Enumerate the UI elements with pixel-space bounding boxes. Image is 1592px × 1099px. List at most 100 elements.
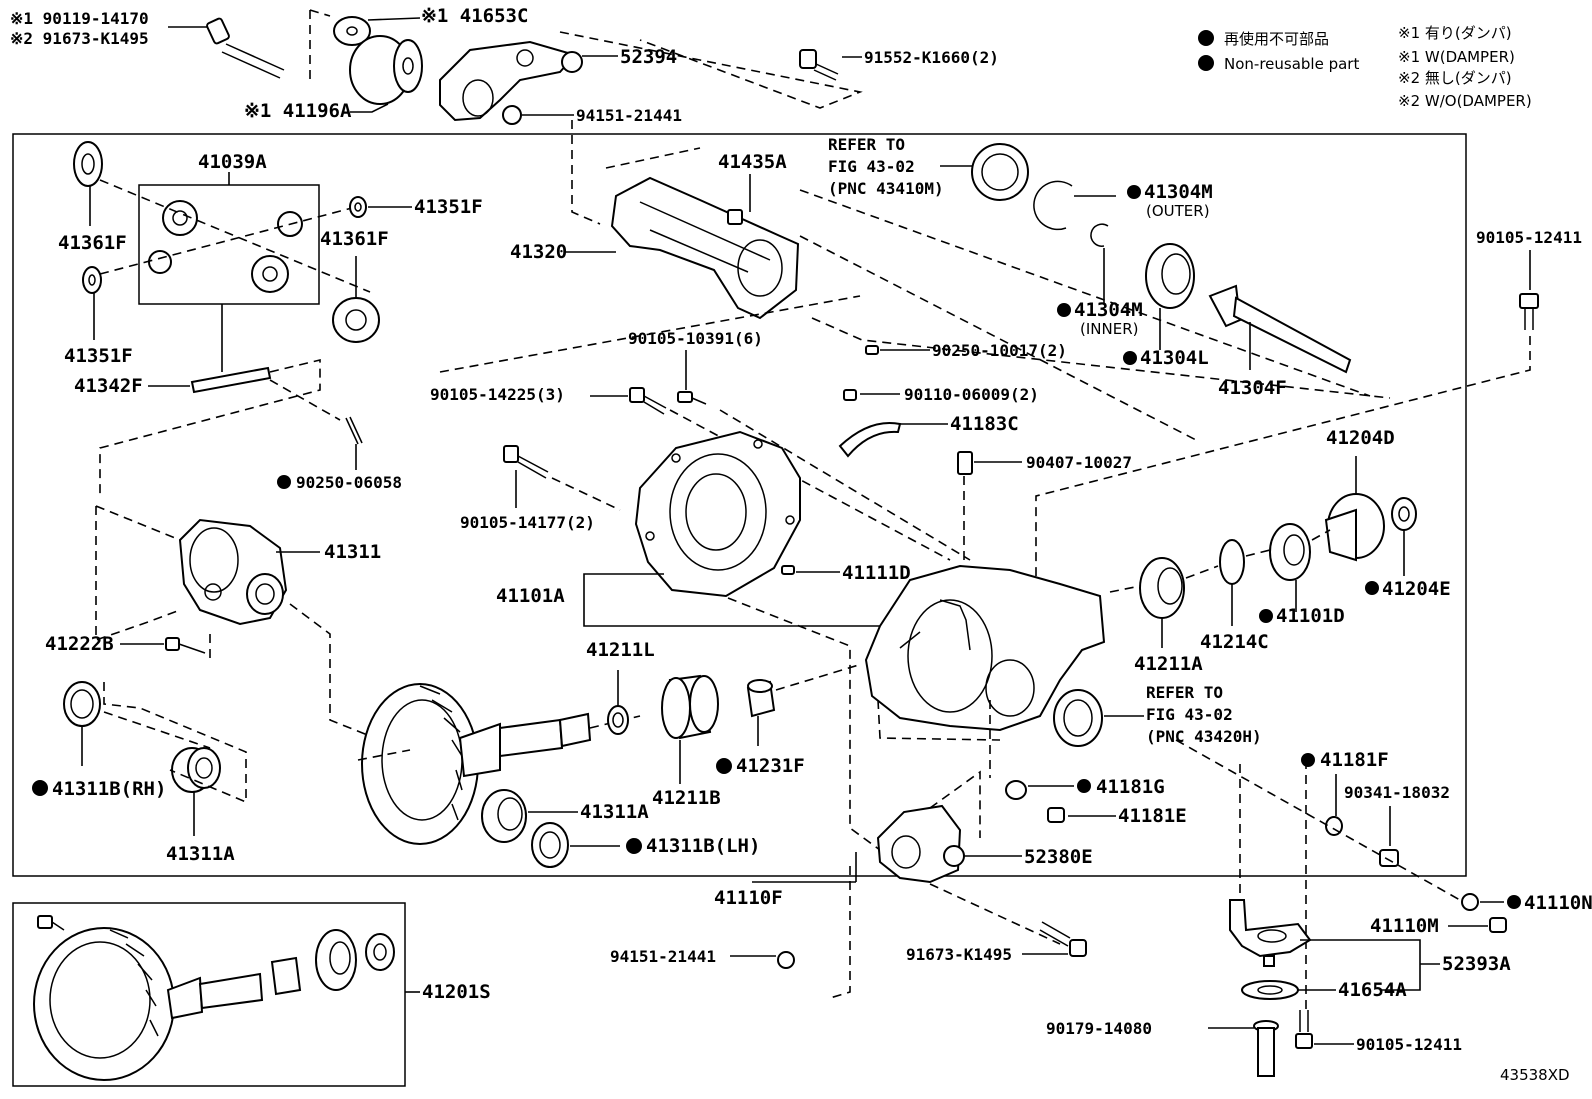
bearing-icon xyxy=(171,747,221,793)
nonreusable-bullet xyxy=(1123,351,1137,365)
legend-note2-en: ※2 W/O(DAMPER) xyxy=(1398,92,1532,110)
nonreusable-bullet xyxy=(1365,581,1379,595)
label-41110n: 41110N xyxy=(1524,892,1592,914)
shim-icon xyxy=(63,681,101,727)
figure-code: 43538XD xyxy=(1500,1066,1570,1084)
legend-note2-jp: ※2 無し(ダンパ) xyxy=(1398,69,1512,87)
bolt-icon xyxy=(1295,1010,1313,1049)
label-90105-10391: 90105-10391(6) xyxy=(628,329,763,348)
label-41201s: 41201S xyxy=(422,981,491,1003)
label-91673-k1495-bottom: 91673-K1495 xyxy=(906,945,1012,964)
label-41311: 41311 xyxy=(324,541,381,563)
pin-icon xyxy=(345,416,363,445)
nut-icon xyxy=(777,951,795,969)
main-assembly-frame xyxy=(12,133,1467,877)
label-41304m-inner: 41304M xyxy=(1074,299,1143,321)
label-41435a: 41435A xyxy=(718,151,787,173)
snap-ring-icon xyxy=(1033,180,1073,231)
spacer-icon xyxy=(270,956,302,996)
label-52380e: 52380E xyxy=(1024,846,1093,868)
kit-frame-41201s xyxy=(12,902,406,1087)
nonreusable-bullet xyxy=(1127,185,1141,199)
bolt-icon xyxy=(1039,921,1087,957)
label-41211l: 41211L xyxy=(586,639,655,661)
label-41304l: 41304L xyxy=(1140,347,1209,369)
label-41181g: 41181G xyxy=(1096,776,1165,798)
stud-icon xyxy=(1253,1020,1279,1077)
bolt-icon xyxy=(843,389,857,401)
label-41211b: 41211B xyxy=(652,787,721,809)
label-41039a: 41039A xyxy=(198,151,267,173)
oil-seal-icon xyxy=(607,705,629,735)
label-41361f-right: 41361F xyxy=(320,228,389,250)
plug-icon xyxy=(957,451,973,475)
label-41211a: 41211A xyxy=(1134,653,1203,675)
ring-gear-icon xyxy=(33,927,175,1081)
legend-note1-jp: ※1 有り(ダンパ) xyxy=(1398,24,1512,42)
nonreusable-bullet xyxy=(277,475,291,489)
label-41214c: 41214C xyxy=(1200,631,1269,653)
nonreusable-bullet xyxy=(626,838,642,854)
nonreusable-bullet xyxy=(716,758,732,774)
bearing-icon xyxy=(481,789,527,843)
label-41351f-left: 41351F xyxy=(64,345,133,367)
label-41101a: 41101A xyxy=(496,585,565,607)
label-90119-14170: ※1 90119-14170 xyxy=(10,9,149,28)
shim-icon xyxy=(1219,539,1245,585)
nut-icon xyxy=(1391,497,1417,531)
label-41351f-right: 41351F xyxy=(414,196,483,218)
legend-bullet xyxy=(1198,55,1214,71)
bracket-icon xyxy=(876,804,965,884)
thrust-washer-icon xyxy=(332,297,380,343)
washer-icon xyxy=(333,16,371,46)
label-41304m-outer: 41304M xyxy=(1144,181,1213,203)
label-41111d: 41111D xyxy=(842,562,911,584)
label-41311a-center: 41311A xyxy=(580,801,649,823)
damper-icon xyxy=(349,35,423,105)
label-41181e: 41181E xyxy=(1118,805,1187,827)
refer-note-2-line3: (PNC 43420H) xyxy=(1146,727,1262,746)
bolt-icon xyxy=(1489,917,1507,933)
axle-housing-icon xyxy=(610,176,800,320)
label-41196a: ※1 41196A xyxy=(244,100,352,122)
label-41653c: ※1 41653C xyxy=(421,5,528,27)
carrier-cover-icon xyxy=(634,430,801,598)
bearing-icon xyxy=(661,674,719,740)
refer-note-1-line3: (PNC 43410M) xyxy=(828,179,944,198)
bolt-icon xyxy=(503,445,549,479)
spacer-icon xyxy=(746,679,776,718)
pin-icon xyxy=(865,345,879,355)
label-90250-10017: 90250-10017(2) xyxy=(932,341,1067,360)
label-41101d: 41101D xyxy=(1276,605,1345,627)
side-gear-icon xyxy=(251,255,289,293)
plug-icon xyxy=(1379,849,1399,867)
washer-icon xyxy=(82,266,102,294)
oil-seal-icon xyxy=(971,143,1029,201)
label-52393a: 52393A xyxy=(1442,953,1511,975)
label-41204d: 41204D xyxy=(1326,427,1395,449)
pin-icon xyxy=(781,565,795,575)
label-90105-12411-top: 90105-12411 xyxy=(1476,228,1582,247)
legend-nonreusable-jp: 再使用不可部品 xyxy=(1224,30,1329,48)
legend-note1-en: ※1 W(DAMPER) xyxy=(1398,48,1515,66)
label-94151-21441-bottom: 94151-21441 xyxy=(610,947,716,966)
bracket-icon xyxy=(439,40,583,122)
nonreusable-bullet xyxy=(1057,303,1071,317)
bearing-icon xyxy=(1139,557,1185,619)
refer-note-2-line1: REFER TO xyxy=(1146,683,1223,702)
nonreusable-bullet xyxy=(32,780,48,796)
label-41654a: 41654A xyxy=(1338,979,1407,1001)
ring-gear-icon xyxy=(361,683,479,845)
label-41304f: 41304F xyxy=(1218,377,1287,399)
bolt-icon xyxy=(629,387,667,415)
nonreusable-bullet xyxy=(1507,895,1521,909)
label-90250-06058: 90250-06058 xyxy=(296,473,402,492)
oil-seal-icon xyxy=(1269,523,1311,581)
label-41183c: 41183C xyxy=(950,413,1019,435)
bolt-icon xyxy=(677,391,707,405)
bolt-icon xyxy=(727,209,743,225)
nonreusable-bullet xyxy=(1259,609,1273,623)
label-41342f: 41342F xyxy=(74,375,143,397)
nut-icon xyxy=(365,933,395,971)
